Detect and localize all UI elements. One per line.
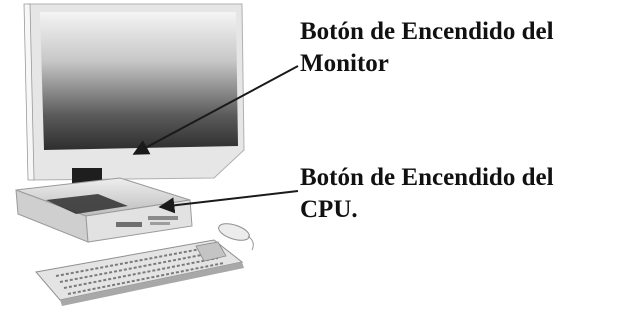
monitor-edge — [23, 3, 35, 181]
label-monitor-line2: Monitor — [300, 50, 389, 77]
monitor — [23, 3, 245, 181]
label-cpu-line1: Botón de Encendido del — [300, 164, 554, 191]
cpu-case — [15, 177, 193, 243]
label-monitor-line1: Botón de Encendido del — [300, 18, 554, 45]
label-cpu-line2: CPU. — [300, 196, 358, 223]
arrow-monitor — [132, 65, 299, 155]
arrow-cpu — [158, 190, 299, 214]
keyboard — [35, 239, 244, 306]
label-monitor-button: Botón de Encendido del Monitor — [300, 16, 554, 80]
monitor-screen — [40, 12, 238, 150]
cpu-power-button — [116, 222, 142, 227]
mouse — [218, 223, 254, 251]
label-cpu-button: Botón de Encendido del CPU. — [300, 162, 554, 226]
